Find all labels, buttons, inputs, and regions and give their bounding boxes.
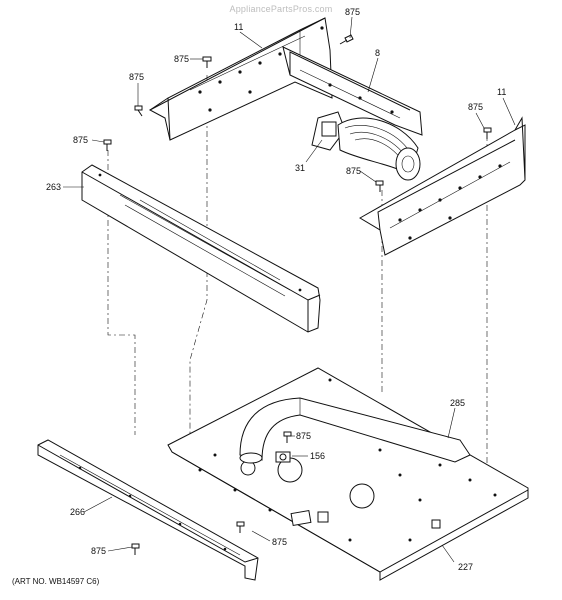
temperature-sensor[interactable] (275, 451, 291, 463)
label-top-bracket-left: 11 (234, 22, 243, 32)
screw-left-bracket[interactable] (134, 105, 143, 117)
screws (103, 34, 492, 555)
convection-fan[interactable] (311, 111, 421, 181)
label-screw-right-bracket: 875 (468, 102, 483, 112)
label-vent-trim: 263 (46, 182, 61, 192)
label-duct: 285 (450, 398, 465, 408)
label-screw-sensor: 875 (296, 431, 311, 441)
crossbar[interactable] (282, 46, 423, 136)
watermark-text: AppliancePartsPros.com (229, 4, 333, 14)
art-number: (ART NO. WB14597 C6) (12, 577, 100, 586)
label-sensor: 156 (310, 451, 325, 461)
alignment-lines (107, 75, 488, 470)
label-screw-vent: 875 (73, 135, 88, 145)
screw-right-bracket[interactable] (483, 127, 492, 139)
label-screw-fan: 875 (346, 166, 361, 176)
label-screw-left-bracket: 875 (129, 72, 144, 82)
label-screw-top-right: 875 (345, 7, 360, 17)
leader-lines (63, 16, 516, 563)
air-duct[interactable] (239, 397, 471, 464)
screw-top-right[interactable] (339, 34, 354, 45)
label-screw-upper-mid: 875 (174, 54, 189, 64)
label-top-bracket-right: 11 (497, 87, 506, 97)
side-rail[interactable] (37, 439, 259, 581)
screw-rail[interactable] (131, 543, 140, 555)
vent-trim[interactable] (81, 164, 321, 333)
callout-labels: 11 875 875 875 875 8 31 875 11 875 263 2… (46, 7, 506, 572)
screw-vent[interactable] (103, 139, 112, 151)
screw-base[interactable] (236, 521, 245, 533)
top-bracket-right[interactable] (359, 116, 526, 256)
screw-fan[interactable] (375, 180, 384, 192)
label-base-panel: 227 (458, 562, 473, 572)
label-crossbar: 8 (375, 48, 380, 58)
label-rail: 266 (70, 507, 85, 517)
label-screw-rail: 875 (91, 546, 106, 556)
label-fan: 31 (295, 163, 305, 173)
label-screw-base: 875 (272, 537, 287, 547)
screw-upper-mid[interactable] (202, 56, 212, 68)
